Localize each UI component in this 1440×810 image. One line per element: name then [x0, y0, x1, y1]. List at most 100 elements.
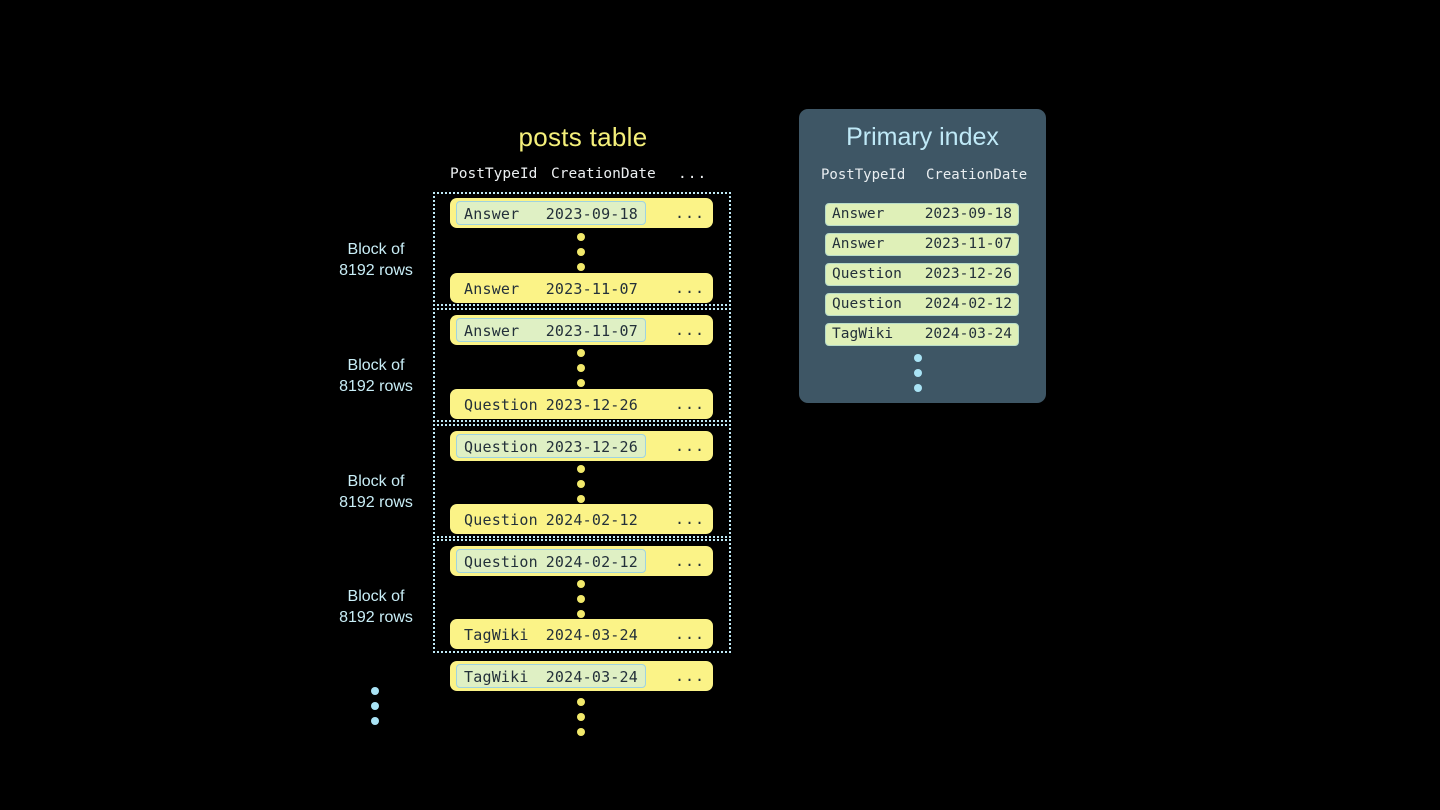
block-2-label-line2: 8192 rows — [339, 378, 413, 395]
row-highlight-box: Answer 2023-11-07 — [456, 318, 646, 342]
dot — [577, 248, 585, 256]
row-cells: Answer 2023-11-07 — [456, 276, 646, 300]
cell-ellipsis: ... — [675, 552, 706, 570]
cell-posttypeid: Question — [464, 396, 538, 414]
block-1-label: Block of 8192 rows — [316, 239, 436, 281]
table-row-trailing: TagWiki 2024-03-24 ... — [450, 661, 713, 691]
dot — [914, 384, 922, 392]
block-3 — [433, 424, 731, 538]
block-4-label-line1: Block of — [347, 588, 405, 605]
cell-creationdate: 2023-11-07 — [924, 236, 1012, 252]
column-header-creationdate: CreationDate — [551, 166, 656, 182]
cell-posttypeid: Question — [832, 266, 902, 282]
index-row: Answer 2023-11-07 — [825, 233, 1019, 256]
index-continues-dots — [914, 354, 924, 399]
block-2-label-line1: Block of — [347, 357, 405, 374]
cell-creationdate: 2023-12-26 — [545, 396, 638, 414]
cell-ellipsis: ... — [675, 321, 706, 339]
dot — [577, 233, 585, 241]
cell-posttypeid: Answer — [464, 280, 520, 298]
column-header-posttypeid: PostTypeId — [450, 166, 538, 182]
cell-creationdate: 2024-03-24 — [545, 668, 638, 686]
row-highlight-box: Question 2024-02-12 — [456, 549, 646, 573]
table-row: Answer 2023-09-18 ... — [450, 198, 713, 228]
row-ellipsis-dots — [577, 580, 587, 625]
row-cells: TagWiki 2024-03-24 — [456, 622, 646, 646]
blocks-continue-dots — [371, 687, 381, 732]
row-ellipsis-dots — [577, 349, 587, 394]
dot — [577, 379, 585, 387]
dot — [577, 465, 585, 473]
table-row: Question 2023-12-26 ... — [450, 431, 713, 461]
cell-posttypeid: Question — [464, 511, 538, 529]
cell-ellipsis: ... — [675, 625, 706, 643]
block-2 — [433, 308, 731, 422]
posts-table-column-headers: PostTypeId CreationDate ... — [450, 166, 714, 186]
table-row: Question 2023-12-26 ... — [450, 389, 713, 419]
dot — [577, 263, 585, 271]
row-ellipsis-dots — [577, 465, 587, 510]
table-row: Question 2024-02-12 ... — [450, 546, 713, 576]
cell-creationdate: 2023-12-26 — [545, 438, 638, 456]
dot — [577, 713, 585, 721]
cell-ellipsis: ... — [675, 437, 706, 455]
cell-posttypeid: Answer — [832, 206, 885, 222]
dot — [914, 354, 922, 362]
row-ellipsis-dots — [577, 233, 587, 278]
dot — [371, 717, 379, 725]
cell-posttypeid: Answer — [464, 205, 520, 223]
cell-creationdate: 2024-02-12 — [545, 553, 638, 571]
cell-creationdate: 2024-03-24 — [924, 326, 1012, 342]
dot — [577, 580, 585, 588]
cell-ellipsis: ... — [675, 667, 706, 685]
dot — [577, 595, 585, 603]
index-row: Answer 2023-09-18 — [825, 203, 1019, 226]
cell-creationdate: 2023-11-07 — [545, 322, 638, 340]
cell-creationdate: 2024-03-24 — [545, 626, 638, 644]
cell-ellipsis: ... — [675, 510, 706, 528]
cell-creationdate: 2024-02-12 — [545, 511, 638, 529]
table-continues-dots — [577, 698, 587, 743]
cell-creationdate: 2023-09-18 — [924, 206, 1012, 222]
cell-ellipsis: ... — [675, 395, 706, 413]
cell-posttypeid: Answer — [832, 236, 885, 252]
block-2-label: Block of 8192 rows — [316, 355, 436, 397]
table-row: Answer 2023-11-07 ... — [450, 315, 713, 345]
cell-posttypeid: Question — [464, 438, 538, 456]
dot — [371, 702, 379, 710]
table-row: TagWiki 2024-03-24 ... — [450, 619, 713, 649]
cell-posttypeid: Answer — [464, 322, 520, 340]
cell-posttypeid: Question — [464, 553, 538, 571]
index-row: TagWiki 2024-03-24 — [825, 323, 1019, 346]
primary-index-title: Primary index — [846, 123, 999, 151]
block-1-label-line1: Block of — [347, 241, 405, 258]
block-3-label-line1: Block of — [347, 473, 405, 490]
dot — [371, 687, 379, 695]
dot — [577, 728, 585, 736]
dot — [577, 610, 585, 618]
cell-posttypeid: TagWiki — [464, 626, 529, 644]
cell-creationdate: 2023-12-26 — [924, 266, 1012, 282]
row-cells: Question 2024-02-12 — [456, 507, 646, 531]
block-4-label: Block of 8192 rows — [316, 586, 436, 628]
row-cells: Question 2023-12-26 — [456, 392, 646, 416]
dot — [577, 349, 585, 357]
block-1-label-line2: 8192 rows — [339, 262, 413, 279]
primary-index-column-headers: PostTypeId CreationDate — [821, 167, 1031, 187]
dot — [914, 369, 922, 377]
column-header-ellipsis: ... — [678, 166, 708, 182]
cell-creationdate: 2023-11-07 — [545, 280, 638, 298]
block-3-label: Block of 8192 rows — [316, 471, 436, 513]
cell-posttypeid: Question — [832, 296, 902, 312]
column-header-posttypeid: PostTypeId — [821, 167, 906, 183]
table-row: Answer 2023-11-07 ... — [450, 273, 713, 303]
index-row: Question 2023-12-26 — [825, 263, 1019, 286]
row-highlight-box: Answer 2023-09-18 — [456, 201, 646, 225]
block-4-label-line2: 8192 rows — [339, 609, 413, 626]
cell-ellipsis: ... — [675, 279, 706, 297]
row-highlight-box: TagWiki 2024-03-24 — [456, 664, 646, 688]
row-highlight-box: Question 2023-12-26 — [456, 434, 646, 458]
cell-creationdate: 2023-09-18 — [545, 205, 638, 223]
dot — [577, 480, 585, 488]
